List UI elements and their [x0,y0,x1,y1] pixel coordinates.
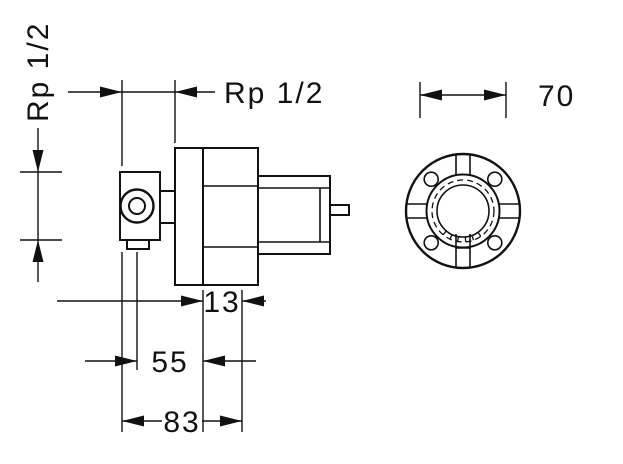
dim-70: 70 [419,80,575,118]
arrowhead-up [32,240,44,262]
arrowhead-left [420,89,442,101]
serration-tick [442,230,447,236]
bottom-notch-tab [455,234,471,249]
label-inlet-thread-vertical: Rp 1/2 [22,22,55,122]
valve-body-outline [174,147,259,286]
label-depth-body: 55 [151,346,188,379]
inlet-circle-inner [128,197,146,215]
arrowhead-down [32,150,44,172]
label-front-diameter: 70 [538,80,575,113]
spindle-stub [329,204,350,216]
arrowhead-left [122,415,144,427]
serration-tick [449,234,453,240]
front-hub-ring [436,184,490,238]
front-thread-ring-dashed [431,179,495,243]
serration-tick [471,235,475,241]
arrowhead-right [181,295,203,307]
front-outer-ring [404,152,522,270]
dim-rp12-left: Rp 1/2 [20,22,62,282]
dim-rp12-top: Rp 1/2 [68,77,324,166]
front-view [404,152,522,270]
label-depth-total: 83 [163,406,200,439]
arrowhead-left [242,295,264,307]
serration-tick [456,236,460,242]
dim-13: 13 [57,286,266,319]
label-halo [162,404,202,434]
side-view [119,147,350,286]
arrowhead-right [220,415,242,427]
arrowhead-right [115,355,137,367]
dim-83: 83 [122,404,242,439]
bracket-foot [126,240,150,250]
arrowhead-left [175,86,197,98]
screw-boss-top-right [486,171,503,187]
label-inlet-thread-horizontal: Rp 1/2 [224,77,324,110]
arrowhead-left [203,355,225,367]
screw-boss-bottom-right [486,235,503,251]
inlet-circle-outer [119,188,155,224]
screw-boss-bottom-left [423,235,440,251]
serration-tick [477,231,482,237]
label-depth-front: 13 [203,286,240,319]
dim-55: 55 [85,346,256,379]
screw-boss-top-left [423,171,440,187]
arrowhead-right [100,86,122,98]
arrowhead-right [484,89,506,101]
